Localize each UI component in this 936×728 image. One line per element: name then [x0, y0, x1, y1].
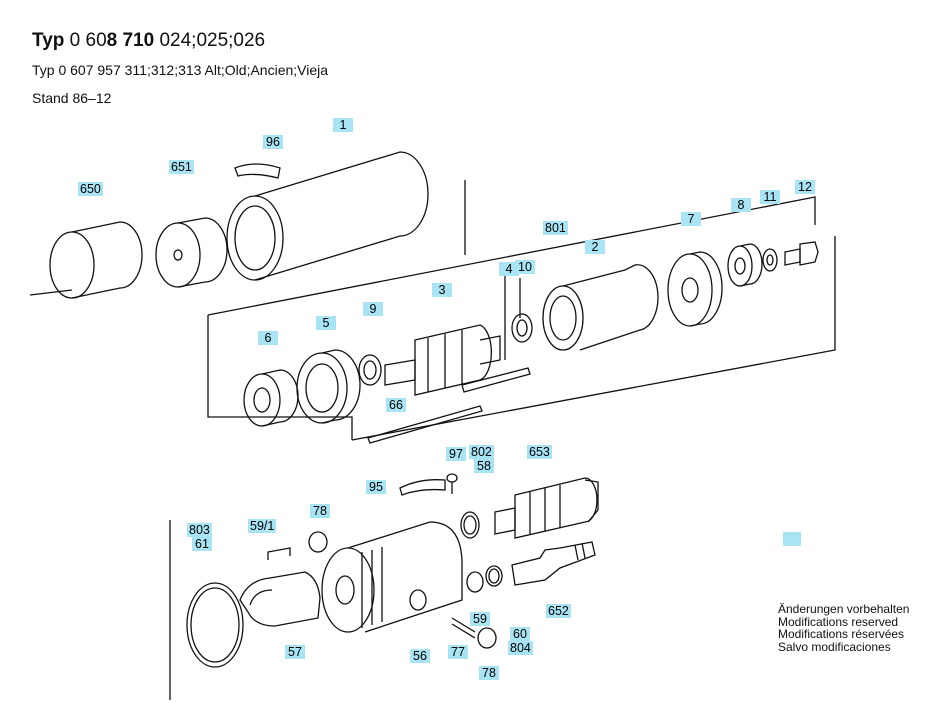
part-9-ring: [358, 354, 382, 386]
callout-96: 96: [263, 135, 283, 149]
callout-651: 651: [169, 160, 194, 174]
title-suffix: 024;025;026: [159, 30, 266, 51]
callout-6: 6: [258, 331, 278, 345]
callout-95: 95: [366, 480, 386, 494]
callout-1: 1: [333, 118, 353, 132]
note-line-es: Salvo modificaciones: [778, 639, 891, 654]
callout-78-bottom: 78: [479, 666, 499, 680]
callout-803: 803: [187, 523, 212, 537]
part-7-end-plate: [667, 251, 723, 327]
note-line-fr: Modifications réservées: [778, 627, 905, 641]
title-number-b: 8 710: [106, 30, 155, 51]
part-4-vane: [461, 367, 531, 393]
part-11-washer: [762, 248, 778, 272]
part-78-cap-left: [308, 531, 328, 553]
part-6-bearing: [243, 369, 299, 427]
part-78-cap-right: [477, 627, 497, 649]
part-60-o-ring: [485, 565, 503, 587]
callout-57: 57: [285, 645, 305, 659]
callout-9: 9: [363, 302, 383, 316]
callout-12: 12: [795, 180, 815, 194]
callout-2: 2: [585, 240, 605, 254]
page-subtitle: Typ 0 607 957 311;312;313 Alt;Old;Ancien…: [32, 62, 329, 78]
callout-802: 802: [469, 445, 494, 459]
assembly-frame-lines: [169, 180, 836, 700]
part-3-rotor: [384, 324, 501, 396]
callout-801: 801: [543, 221, 568, 235]
callout-66: 66: [386, 398, 406, 412]
callout-78-top: 78: [310, 504, 330, 518]
part-58-o-ring: [460, 511, 480, 539]
part-1-housing: [226, 151, 429, 281]
callout-59: 59: [470, 612, 490, 626]
part-651-filter: [155, 217, 228, 288]
part-5-bearing-plate: [296, 349, 361, 424]
note-line-en: Modifications reserved: [778, 614, 899, 629]
part-61-o-ring: [186, 582, 244, 668]
modification-note: Änderungen vorbehalten Modifications res…: [778, 603, 909, 653]
callout-804: 804: [508, 641, 533, 655]
legend-swatch: [783, 532, 801, 546]
part-59-1-clip: [267, 547, 291, 560]
callout-653: 653: [527, 445, 552, 459]
part-77-screw: [451, 617, 476, 639]
part-650-end-cap: [29, 221, 143, 299]
revision-stand: Stand 86–12: [32, 90, 112, 106]
part-95-clip: [399, 479, 446, 496]
callout-61: 61: [192, 537, 212, 551]
callout-10: 10: [515, 260, 535, 274]
callout-5: 5: [316, 316, 336, 330]
callout-59-1: 59/1: [248, 519, 277, 533]
part-10-ring: [511, 313, 533, 343]
callout-97: 97: [446, 447, 466, 461]
callout-58: 58: [474, 459, 494, 473]
part-56-motor-housing: [321, 521, 463, 633]
part-97-screw: [446, 473, 458, 494]
part-59-strainer: [466, 571, 484, 593]
callout-77: 77: [448, 645, 468, 659]
title-number-a: 0 60: [69, 30, 107, 51]
note-line-de: Änderungen vorbehalten: [778, 602, 910, 616]
part-652-hose-nipple: [511, 541, 596, 586]
callout-56: 56: [410, 649, 430, 663]
part-2-cylinder: [542, 264, 659, 351]
callout-60: 60: [510, 627, 530, 641]
part-8-bearing: [727, 243, 763, 287]
callout-7: 7: [681, 212, 701, 226]
part-66-pin: [367, 405, 483, 444]
part-653-hose-fitting: [494, 477, 599, 539]
part-57-silencer: [239, 571, 321, 627]
callout-11: 11: [760, 190, 780, 204]
callout-650: 650: [78, 182, 103, 196]
callout-3: 3: [432, 283, 452, 297]
callout-652: 652: [546, 604, 571, 618]
callout-8: 8: [731, 198, 751, 212]
title-prefix: Typ: [32, 30, 65, 51]
part-12-screw: [784, 241, 819, 266]
page-title: Typ 0 608 710 024;025;026: [32, 30, 265, 52]
callout-4: 4: [499, 262, 519, 276]
